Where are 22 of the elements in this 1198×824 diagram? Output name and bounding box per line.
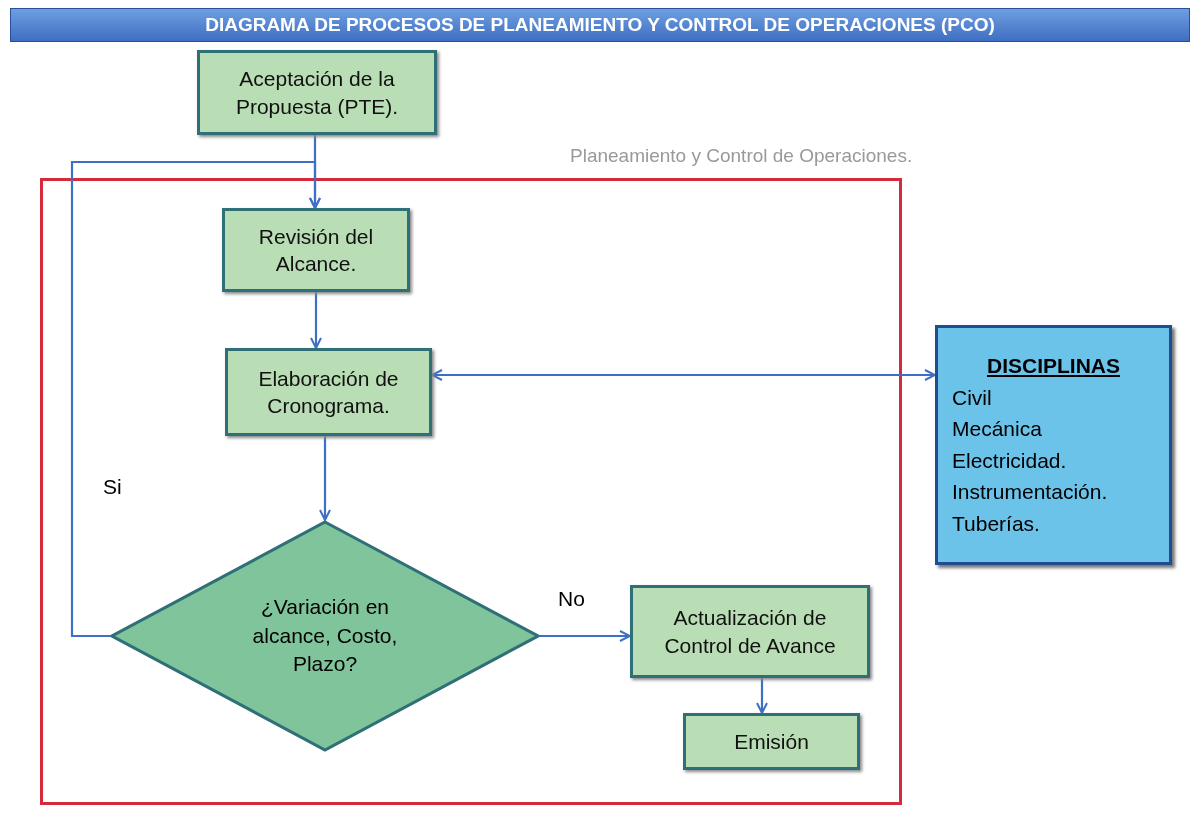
arrow <box>310 292 322 349</box>
list-item: Instrumentación. <box>952 479 1108 505</box>
title-banner: DIAGRAMA DE PROCESOS DE PLANEAMIENTO Y CONTROL DE OPERACIONES (PCO) <box>10 8 1190 42</box>
list-item: Tuberías. <box>952 510 1040 537</box>
list-box <box>935 325 1172 565</box>
arrow <box>756 678 768 714</box>
process-box: Revisión del Alcance. <box>222 208 410 292</box>
arrow <box>70 160 321 638</box>
list-heading: DISCIPLINAS <box>987 353 1120 379</box>
arrow <box>540 630 631 642</box>
arrow <box>319 436 331 521</box>
decision-diamond: ¿Variación en alcance, Costo, Plazo? <box>110 520 540 752</box>
list-item: Electricidad. <box>952 447 1067 474</box>
group-label: Planeamiento y Control de Operaciones. <box>570 145 913 167</box>
process-group-frame <box>40 178 902 805</box>
process-box: Aceptación de la Propuesta (PTE). <box>197 50 437 135</box>
list-item: Mecánica <box>952 416 1042 442</box>
process-box: Elaboración de Cronograma. <box>225 348 432 436</box>
arrow <box>431 369 936 381</box>
process-box: Actualización de Control de Avance <box>630 585 870 678</box>
process-box: Emisión <box>683 713 860 770</box>
list-item: Civil <box>952 384 992 411</box>
